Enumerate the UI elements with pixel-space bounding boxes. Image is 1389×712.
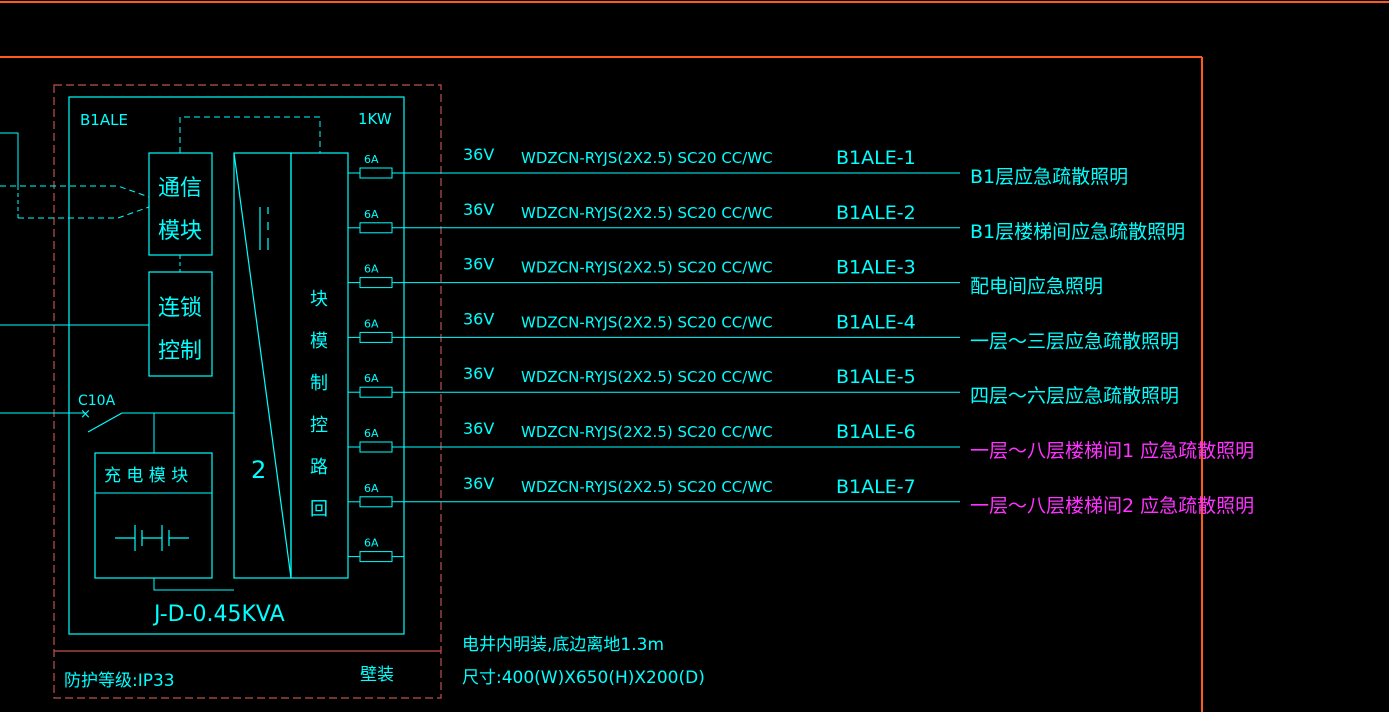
- fuse-label-7: 6A: [364, 482, 379, 495]
- cable-spec-5: WDZCN-RYJS(2X2.5) SC20 CC/WC: [521, 368, 773, 386]
- voltage-7: 36V: [463, 474, 494, 493]
- fuse-label-6: 6A: [364, 427, 379, 440]
- dc-symbol-icon: [259, 207, 269, 250]
- inverter-bus-label: 2: [251, 456, 266, 484]
- cable-spec-7: WDZCN-RYJS(2X2.5) SC20 CC/WC: [521, 478, 773, 496]
- cable-spec-3: WDZCN-RYJS(2X2.5) SC20 CC/WC: [521, 259, 773, 277]
- fuse-icon-2: [359, 222, 393, 234]
- circuit-module-char-2: 模: [310, 331, 328, 352]
- breaker-switch-blade: [87, 412, 123, 433]
- enclosure-dashed-box: [53, 84, 442, 699]
- fuse-label-8: 6A: [364, 537, 379, 550]
- cable-spec-4: WDZCN-RYJS(2X2.5) SC20 CC/WC: [521, 313, 773, 331]
- charger-to-bus: [153, 578, 234, 591]
- comm-module-line2: 模块: [158, 219, 202, 244]
- battery-icon: [115, 525, 189, 551]
- circuit-module-box: [290, 152, 349, 579]
- fuse-icon-8: [359, 551, 393, 563]
- left-feed-line-top: [0, 132, 19, 186]
- circuit-module-char-4: 控: [310, 415, 328, 436]
- fuse-icon-7: [359, 496, 393, 508]
- voltage-3: 36V: [463, 255, 494, 274]
- fuse-label-4: 6A: [364, 317, 379, 330]
- comm-input-dashed-lower: [18, 206, 150, 219]
- inverter-diagonal: [233, 152, 292, 579]
- panel-power: 1KW: [358, 110, 392, 128]
- interlock-line2: 控制: [158, 339, 202, 364]
- circuit-module-char-1: 块: [310, 289, 328, 310]
- circuit-id-3: B1ALE-3: [836, 257, 916, 279]
- circuit-module-char-6: 回: [310, 499, 328, 520]
- voltage-6: 36V: [463, 419, 494, 438]
- fuse-icon-3: [359, 277, 393, 289]
- cable-spec-2: WDZCN-RYJS(2X2.5) SC20 CC/WC: [521, 204, 773, 222]
- circuit-desc-2: B1层楼梯间应急疏散照明: [970, 221, 1185, 243]
- inverter-model: J-D-0.45KVA: [152, 602, 285, 627]
- interlock-box: [148, 271, 213, 377]
- breaker-label: C10A: [78, 393, 116, 409]
- circuit-id-7: B1ALE-7: [836, 476, 916, 498]
- circuit-desc-6: 一层～八层楼梯间1 应急疏散照明: [970, 440, 1254, 462]
- circuit-module-char-3: 制: [310, 373, 328, 394]
- fuse-icon-5: [359, 386, 393, 398]
- voltage-2: 36V: [463, 200, 494, 219]
- circuit-desc-4: 一层～三层应急疏散照明: [970, 330, 1179, 352]
- size-note: 尺寸:400(W)X650(H)X200(D): [462, 668, 705, 688]
- circuit-id-5: B1ALE-5: [836, 366, 916, 388]
- circuit-id-1: B1ALE-1: [836, 147, 916, 169]
- mount-type: 壁装: [360, 665, 394, 685]
- panel-box: [68, 96, 405, 635]
- fuse-icon-6: [359, 441, 393, 453]
- cable-spec-6: WDZCN-RYJS(2X2.5) SC20 CC/WC: [521, 423, 773, 441]
- circuit-desc-7: 一层～八层楼梯间2 应急疏散照明: [970, 495, 1254, 517]
- comm-input-dashed-upper: [0, 185, 150, 198]
- fuse-label-2: 6A: [364, 208, 379, 221]
- circuit-id-6: B1ALE-6: [836, 421, 916, 443]
- circuit-id-2: B1ALE-2: [836, 202, 916, 224]
- voltage-1: 36V: [463, 145, 494, 164]
- protection-level: 防护等级:IP33: [64, 671, 175, 691]
- install-note: 电井内明装,底边离地1.3m: [462, 635, 664, 655]
- circuit-desc-3: 配电间应急照明: [970, 276, 1103, 298]
- circuit-desc-5: 四层～六层应急疏散照明: [970, 385, 1179, 407]
- circuit-list: 6A 36V WDZCN-RYJS(2X2.5) SC20 CC/WC B1ALE-1…: [348, 145, 1254, 563]
- circuit-id-4: B1ALE-4: [836, 311, 916, 333]
- voltage-5: 36V: [463, 364, 494, 383]
- interlock-line1: 连锁: [158, 296, 202, 321]
- fuse-icon-1: [359, 167, 393, 179]
- fuse-icon-4: [359, 331, 393, 343]
- circuit-desc-1: B1层应急疏散照明: [970, 166, 1128, 188]
- cable-spec-1: WDZCN-RYJS(2X2.5) SC20 CC/WC: [521, 149, 773, 167]
- circuit-module-char-5: 路: [310, 457, 328, 478]
- comm-module-line1: 通信: [158, 176, 202, 201]
- comm-dashed-link: [179, 116, 321, 153]
- fuse-label-5: 6A: [364, 372, 379, 385]
- panel-id: B1ALE: [80, 111, 128, 129]
- charger-label: 充 电 模 块: [104, 466, 188, 486]
- voltage-4: 36V: [463, 309, 494, 328]
- breaker-x-icon: ×: [80, 407, 91, 422]
- fuse-label-3: 6A: [364, 263, 379, 276]
- fuse-label-1: 6A: [364, 153, 379, 166]
